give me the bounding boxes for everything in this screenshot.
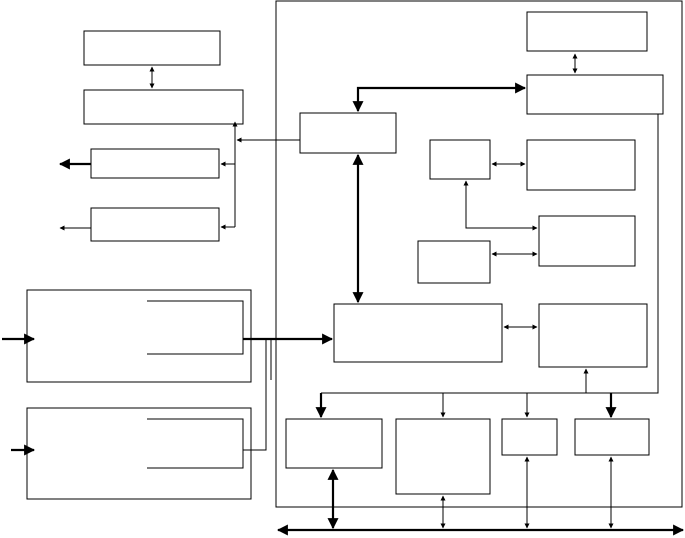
right-4-to-small-1 (463, 180, 538, 231)
block-small-2 (417, 240, 491, 284)
block-interface (299, 112, 397, 154)
left-block-4 (90, 207, 220, 242)
block-right-2 (526, 74, 664, 115)
block-bottom-1 (285, 418, 383, 469)
block-right-4 (538, 215, 636, 267)
internal-bus (321, 114, 659, 394)
block-right-3 (526, 139, 636, 191)
block-central (333, 303, 503, 363)
input-module-2-inner (147, 418, 244, 469)
input-module-1-inner (147, 300, 244, 355)
block-top-right (526, 11, 648, 52)
block-right-5 (538, 303, 648, 368)
left-block-2 (83, 89, 244, 125)
module-link-b (243, 339, 267, 451)
interface-to-right-2 (352, 82, 527, 113)
left-block-top (83, 30, 221, 66)
block-bottom-4 (574, 418, 650, 456)
left-block-3 (90, 148, 220, 179)
block-small-1 (429, 139, 491, 180)
module-link-a (251, 338, 272, 380)
block-bottom-2 (395, 418, 491, 495)
input-module-1 (26, 289, 252, 383)
input-module-2 (26, 407, 252, 500)
block-bottom-3 (501, 418, 558, 456)
